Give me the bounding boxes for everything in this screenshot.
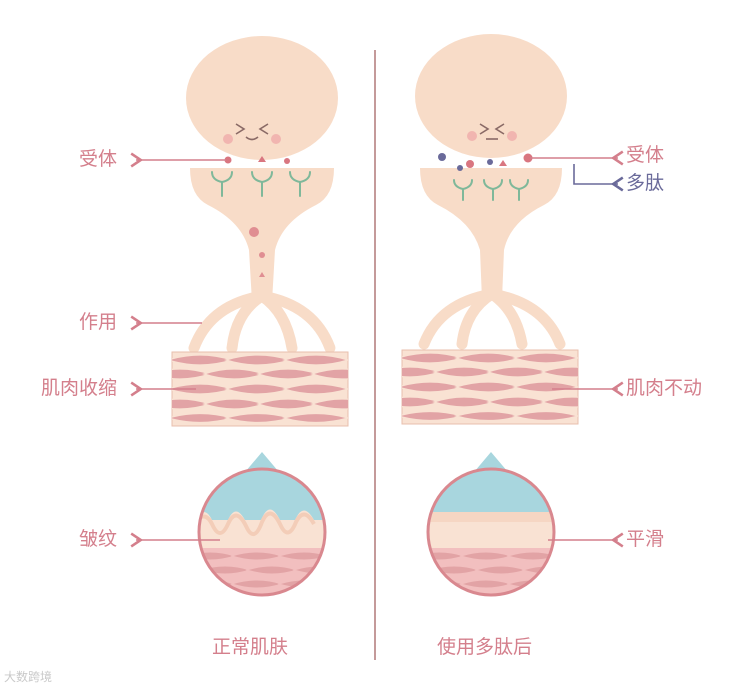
label-peptide-right: 多肽	[626, 174, 664, 193]
label-receptor-right: 受体	[626, 146, 664, 165]
label-wrinkle-left: 皱纹	[79, 530, 117, 549]
label-contraction-left: 肌肉收缩	[41, 379, 117, 398]
left-neuron	[186, 36, 338, 348]
left-arrows	[136, 160, 226, 540]
right-skin-drop	[414, 452, 573, 608]
caption-right: 使用多肽后	[437, 638, 532, 657]
label-receptor-left: 受体	[79, 150, 117, 169]
label-smooth-right: 平滑	[626, 530, 664, 549]
label-action-left: 作用	[79, 313, 117, 332]
right-arrows	[530, 158, 618, 540]
label-still-right: 肌肉不动	[626, 379, 702, 398]
caption-left: 正常肌肤	[212, 638, 288, 657]
left-skin-drop	[185, 452, 344, 608]
right-muscle	[380, 350, 602, 424]
left-terminals	[194, 296, 330, 348]
watermark: 大数跨境	[4, 668, 52, 685]
right-neuron	[415, 34, 567, 344]
arrow-peptide-right	[574, 164, 618, 184]
left-neuron-head	[186, 36, 338, 160]
right-terminals	[424, 294, 560, 344]
